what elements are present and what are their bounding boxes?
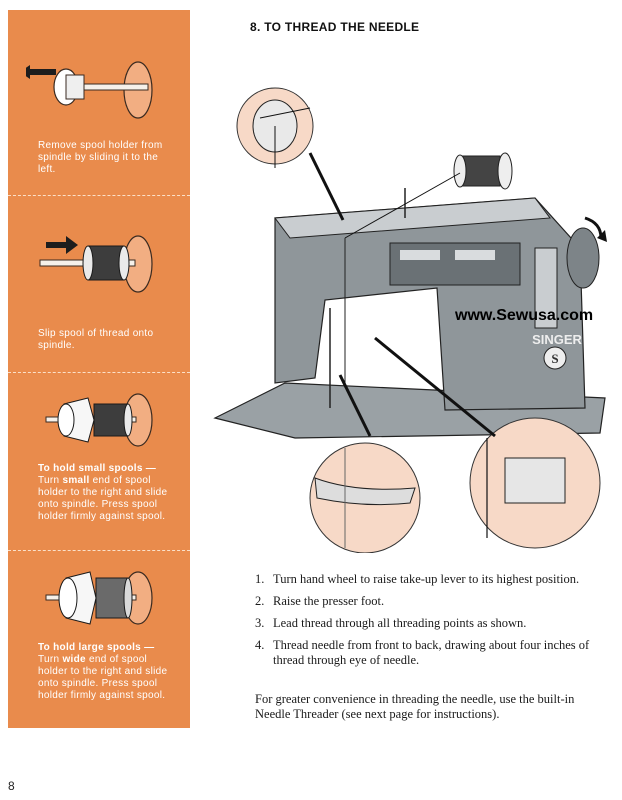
step-item: 4.Thread needle from front to back, draw… [255, 638, 590, 667]
brand-text: SINGER [532, 332, 582, 347]
threading-steps-list: 1.Turn hand wheel to raise take-up lever… [255, 572, 595, 675]
step-item: 3.Lead thread through all threading poin… [255, 616, 527, 630]
panel-3-heading: To hold small spools — [38, 463, 157, 474]
spool-holder-removal-illustration [26, 61, 153, 119]
panel-2-text: Slip spool of thread onto spindle. [38, 328, 154, 351]
panel-3-text: To hold small spools — Turn small end of… [38, 463, 168, 522]
brand-letter: S [551, 351, 558, 366]
small-spool-illustration [45, 393, 153, 447]
sewing-machine-illustration: SINGER S [213, 87, 607, 553]
panel-divider [8, 195, 190, 196]
step-item: 1.Turn hand wheel to raise take-up lever… [255, 572, 580, 586]
arrow-right-icon [46, 236, 78, 254]
panel-1-text: Remove spool holder from spindle by slid… [38, 140, 163, 175]
singer-logo-icon [543, 346, 567, 370]
panel-4-text: To hold large spools — Turn wide end of … [38, 642, 168, 701]
page-number: 8 [8, 779, 15, 793]
convenience-note: For greater convenience in threading the… [255, 692, 575, 721]
large-spool-illustration [45, 571, 153, 625]
panel-divider [8, 550, 190, 551]
panel-divider [8, 372, 190, 373]
slip-spool-illustration [39, 235, 153, 293]
page-title: 8. TO THREAD THE NEEDLE [250, 20, 420, 34]
instruction-sidebar: Remove spool holder from spindle by slid… [8, 10, 190, 728]
panel-4-heading: To hold large spools — [38, 642, 155, 653]
arrow-left-icon [26, 65, 56, 79]
step-item: 2.Raise the presser foot. [255, 594, 385, 608]
watermark-text: www.Sewusa.com [455, 307, 594, 324]
